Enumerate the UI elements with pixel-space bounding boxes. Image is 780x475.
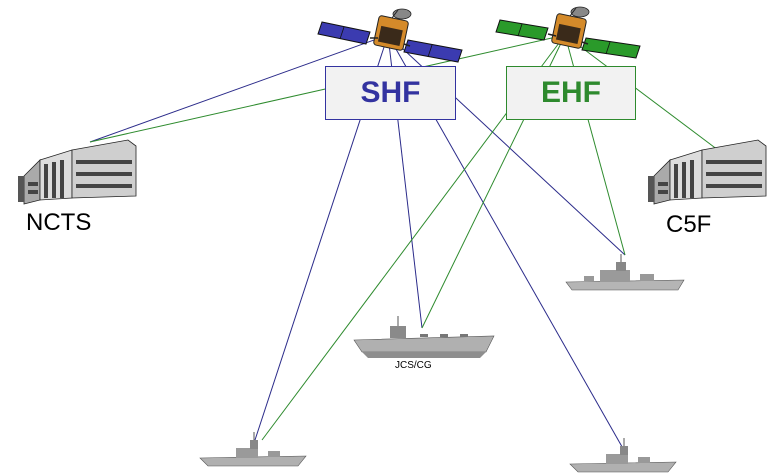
destroyer-right-ship-icon (569, 438, 677, 473)
ehf-satellite-icon (495, 6, 641, 59)
c5f-building-icon (648, 139, 767, 205)
ncts-site-label: NCTS (26, 209, 92, 236)
ehf-band-label: EHF (506, 66, 636, 120)
destroyer-left-ship-icon (199, 432, 307, 467)
carrier-ship-label: JCS/CG (395, 360, 432, 371)
c5f-site-label: C5F (666, 211, 712, 238)
ncts-building-icon (18, 139, 137, 205)
shf-satellite-icon (317, 8, 463, 63)
carrier-ship-icon (353, 316, 495, 358)
cruiser-ship-icon (565, 254, 685, 291)
shf-band-label-text: SHF (360, 76, 421, 109)
shf-band-label: SHF (325, 66, 456, 120)
ehf-band-label-text: EHF (541, 76, 601, 109)
